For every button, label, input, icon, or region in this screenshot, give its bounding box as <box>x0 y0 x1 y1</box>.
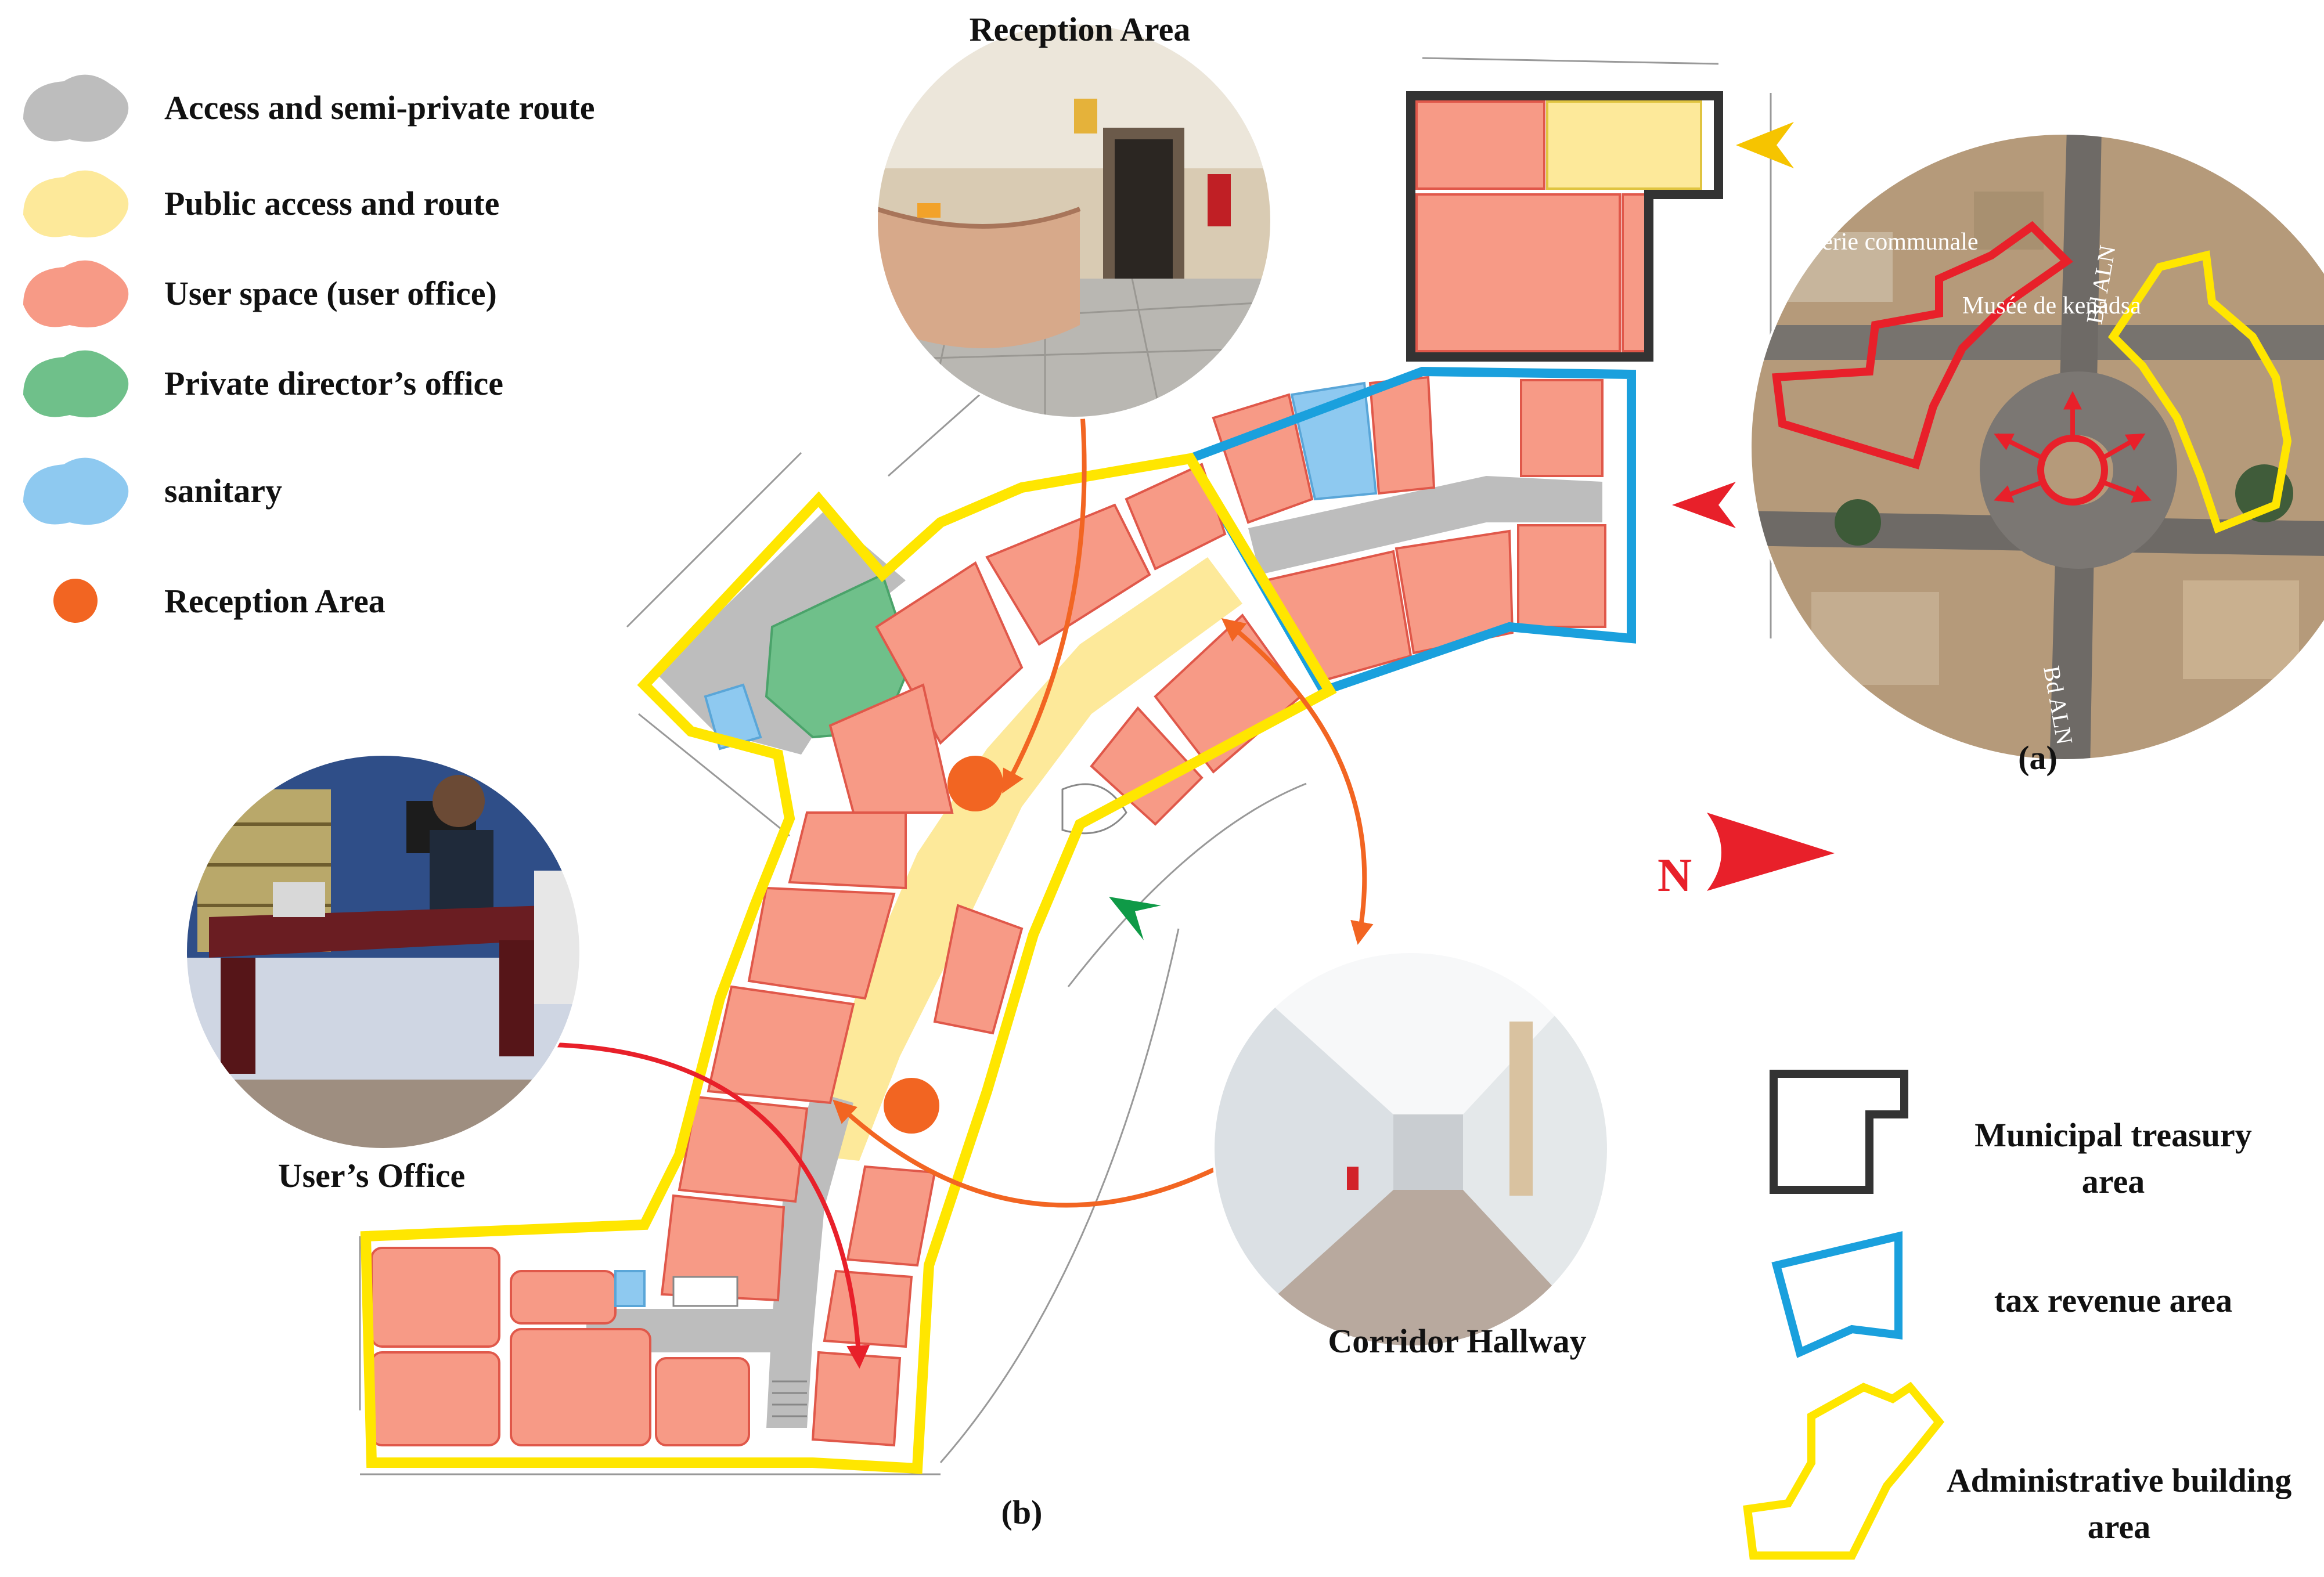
tax-room-top-3 <box>1368 376 1436 495</box>
legend-right-label: Administrative building <box>1947 1461 2292 1499</box>
site-map: Tresorerie communale Musée de kenadsa Bd… <box>1749 132 2324 777</box>
users-office-photo: User’s Office <box>185 753 582 1195</box>
tax-outline-icon <box>1771 1231 1903 1358</box>
legend-left-item: Public access and route <box>23 170 499 238</box>
legend-left-item: Reception Area <box>53 579 385 623</box>
treasury-room <box>1415 100 1545 190</box>
reception-photo: Reception Area <box>875 10 1273 419</box>
legend-swatch-icon <box>23 74 129 142</box>
admin-room-1 <box>1125 463 1227 571</box>
arrow-office-photo <box>506 1032 870 1369</box>
treasury-outline-icon <box>1770 1070 1908 1194</box>
legend-right: Municipal treasury area tax revenue area… <box>1743 1070 2292 1560</box>
legend-left-item: Private director’s office <box>23 350 503 418</box>
panel-label-a: (a) <box>2018 739 2058 777</box>
north-label: N <box>1658 849 1692 901</box>
admin-room-inner-3 <box>933 904 1024 1035</box>
admin-room-inner-2 <box>1090 706 1204 826</box>
north-arrow-icon <box>1707 813 1835 891</box>
sanitary-left <box>704 683 762 750</box>
users-office-photo-caption: User’s Office <box>278 1157 466 1195</box>
legend-right-label-2: area <box>2088 1508 2150 1546</box>
map-roundabout-marker <box>2037 435 2108 506</box>
legend-right-item-admin: Administrative building area <box>1743 1381 2292 1560</box>
legend-swatch-icon <box>23 170 129 238</box>
map-label-museum: Musée de kenadsa <box>1962 293 2141 319</box>
treasury-hall <box>1546 100 1702 190</box>
bottom-opening <box>672 1276 738 1307</box>
admin-room-6 <box>747 886 896 1000</box>
legend-swatch-icon <box>23 457 129 525</box>
reception-dot-1 <box>947 756 1003 811</box>
reception-dot-2 <box>884 1078 939 1134</box>
corridor-photo-caption: Corridor Hallway <box>1328 1322 1586 1360</box>
legend-right-label: Municipal treasury <box>1975 1116 2251 1154</box>
reception-photo-caption: Reception Area <box>970 10 1191 48</box>
bottom-room-5 <box>655 1357 750 1446</box>
sanitary-bottom <box>614 1270 646 1307</box>
corridor-photo: Corridor Hallway <box>1212 951 1609 1360</box>
tax-room-bottom-2 <box>1395 529 1514 655</box>
tax-corridor <box>1248 476 1602 575</box>
public-corridor-main <box>807 557 1242 1161</box>
admin-room-inner-4 <box>846 1165 936 1267</box>
treasury-block <box>1406 91 1723 362</box>
arrow-corridor-photo <box>1221 618 1374 945</box>
legend-swatch-icon <box>23 350 129 418</box>
entrance-arrow-green <box>1109 897 1161 940</box>
admin-room-7 <box>707 985 855 1105</box>
legend-left-label: Reception Area <box>164 582 385 620</box>
arrow-corridor-photo-2 <box>833 1099 1247 1208</box>
legend-left-label: Public access and route <box>164 185 499 222</box>
admin-room-inner-6 <box>811 1351 902 1447</box>
admin-room-inner-5 <box>823 1269 913 1348</box>
entrance-arrow-red <box>1672 482 1736 528</box>
admin-room-5 <box>788 811 907 890</box>
legend-right-label-2: area <box>2082 1163 2145 1200</box>
admin-outline-icon <box>1743 1381 1945 1560</box>
legend-left-label: sanitary <box>164 472 282 510</box>
map-admin-outline <box>2107 250 2292 534</box>
bottom-room-2 <box>370 1351 500 1446</box>
arrow-reception-photo <box>1002 378 1094 794</box>
map-label-treasury: Tresorerie communale <box>1759 229 1979 255</box>
legend-left-label: User space (user office) <box>164 275 497 312</box>
admin-room-4 <box>828 683 954 814</box>
north-indicator: N <box>1658 813 1835 901</box>
legend-left-item: sanitary <box>23 457 282 525</box>
legend-left-label: Access and semi-private route <box>164 89 595 127</box>
treasury-office-2 <box>1622 193 1647 352</box>
legend-right-label: tax revenue area <box>1994 1282 2232 1319</box>
admin-room-8 <box>678 1095 809 1203</box>
legend-swatch-icon <box>23 260 129 328</box>
treasury-office <box>1415 193 1621 352</box>
legend-left-item: User space (user office) <box>23 260 497 328</box>
treasury-outline <box>1406 91 1723 362</box>
panel-label-b: (b) <box>1001 1493 1043 1531</box>
map-treasury-outline <box>1772 221 2073 470</box>
tax-revenue-block <box>1183 366 1636 697</box>
bottom-room-3 <box>510 1270 617 1325</box>
legend-right-item-tax: tax revenue area <box>1771 1231 2232 1358</box>
bottom-room-4 <box>510 1328 651 1446</box>
tax-room-bottom-3 <box>1517 524 1606 628</box>
legend-left-label: Private director’s office <box>164 365 503 402</box>
floor-plan <box>359 57 1794 1475</box>
legend-left-item: Access and semi-private route <box>23 74 595 142</box>
legend-right-item-treasury: Municipal treasury area <box>1770 1070 2252 1200</box>
bottom-room-1 <box>370 1247 500 1348</box>
tax-room-top-4 <box>1520 379 1604 477</box>
reception-dot-icon <box>53 579 98 623</box>
entrance-arrow-yellow <box>1736 122 1794 168</box>
